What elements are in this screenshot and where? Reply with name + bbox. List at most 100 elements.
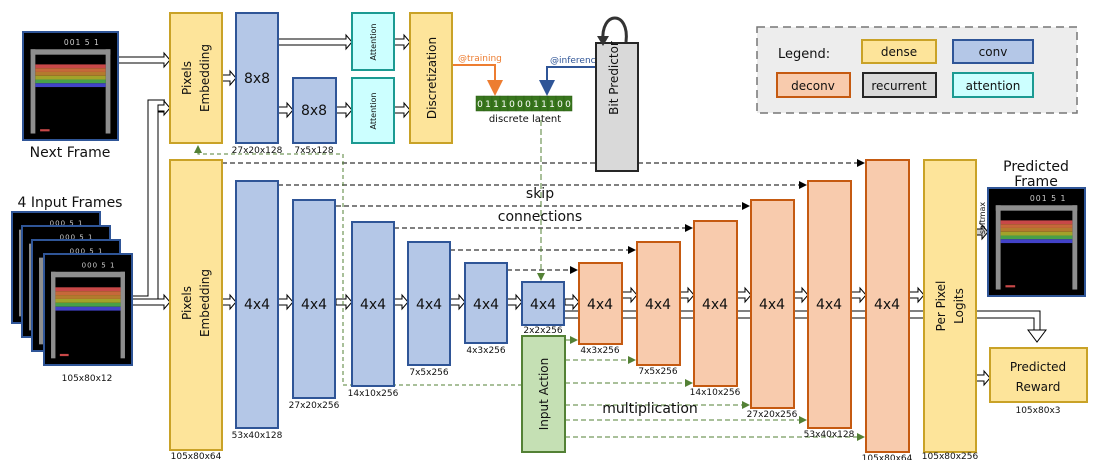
discretization-block: Discretization <box>409 12 453 144</box>
svg-text:8x8: 8x8 <box>301 103 327 119</box>
flow-arrow <box>221 69 237 87</box>
flow-arrow <box>678 286 695 304</box>
score-text: 001 5 1 <box>64 38 100 47</box>
bit-predictor-block: Bit Predictor <box>595 16 639 172</box>
svg-text:2x2x256: 2x2x256 <box>523 326 563 336</box>
deconv-block-1: 4x4 4x3x256 <box>578 262 623 356</box>
svg-text:105x80x256: 105x80x256 <box>922 452 979 460</box>
svg-text:105x80x64: 105x80x64 <box>862 454 913 460</box>
svg-text:4x4: 4x4 <box>360 297 386 313</box>
recurrent-loop-icon <box>601 16 628 43</box>
svg-text:Per Pixel: Per Pixel <box>934 281 948 332</box>
score-text: 000 5 1 <box>60 232 94 241</box>
svg-text:attention: attention <box>966 79 1021 93</box>
svg-text:Embedding: Embedding <box>198 269 212 337</box>
bottom-pixels-embedding: Pixels Embedding 105x80x64 <box>169 159 223 462</box>
latent-bit-value: 1 <box>493 100 499 110</box>
flow-arrow <box>449 293 466 311</box>
flow-arrow <box>277 293 294 311</box>
latent-bit-value: 1 <box>501 100 507 110</box>
encoder-conv-stack: 4x453x40x1284x427x20x2564x414x10x2564x47… <box>232 180 565 441</box>
svg-text:53x40x128: 53x40x128 <box>232 431 283 441</box>
svg-text:Embedding: Embedding <box>198 44 212 112</box>
connections-layer <box>117 33 1047 441</box>
svg-text:53x40x128: 53x40x128 <box>804 430 855 440</box>
latent-bit-value: 1 <box>549 100 555 110</box>
svg-text:recurrent: recurrent <box>871 79 927 93</box>
conv-block-4: 4x4 7x5x256 <box>407 241 451 378</box>
flow-arrow <box>131 293 171 311</box>
deconv-block-5: 4x4 53x40x128 <box>804 180 855 440</box>
next-frame-image: 001 5 1 <box>22 31 119 141</box>
predicted-reward-block: Predicted Reward 105x80x3 <box>989 347 1088 416</box>
svg-text:Bit Predictor: Bit Predictor <box>607 41 621 115</box>
svg-text:dense: dense <box>881 45 917 59</box>
latent-bit-value: 0 <box>525 100 531 110</box>
skip-label: skip <box>526 186 554 202</box>
svg-text:Discretization: Discretization <box>425 37 439 119</box>
svg-text:4x3x256: 4x3x256 <box>466 346 506 356</box>
svg-text:14x10x256: 14x10x256 <box>690 388 741 398</box>
svg-text:Attention: Attention <box>369 24 378 61</box>
discrete-latent-label: discrete latent <box>489 114 561 125</box>
svg-text:14x10x256: 14x10x256 <box>348 389 399 399</box>
svg-text:4x4: 4x4 <box>301 297 327 313</box>
flow-arrow <box>393 101 411 119</box>
top-pixels-embedding: Pixels Embedding <box>169 12 223 144</box>
svg-text:4x4: 4x4 <box>645 297 671 313</box>
svg-text:4x4: 4x4 <box>416 297 442 313</box>
decoder-deconv-stack: 4x44x3x2564x47x5x2564x414x10x2564x427x20… <box>578 159 913 464</box>
svg-text:Reward: Reward <box>1016 380 1061 394</box>
latent-bit <box>563 95 573 112</box>
svg-text:4x3x256: 4x3x256 <box>580 346 620 356</box>
svg-text:Pixels: Pixels <box>180 61 194 95</box>
svg-text:7x5x256: 7x5x256 <box>409 368 449 378</box>
svg-text:4x4: 4x4 <box>816 297 842 313</box>
softmax-label: softmax <box>978 202 987 235</box>
flow-arrow <box>564 293 580 311</box>
svg-text:4x4: 4x4 <box>587 297 613 313</box>
flow-arrow <box>621 286 638 304</box>
svg-text:105x80x64: 105x80x64 <box>171 452 222 460</box>
training-label: @training <box>458 54 502 64</box>
score-text: 001 5 1 <box>1030 194 1067 203</box>
latent-bit-value: 1 <box>541 100 547 110</box>
top-conv-8x8-b: 8x8 7x5x128 <box>292 77 337 156</box>
flow-arrow <box>850 286 867 304</box>
latent-bit-value: 1 <box>533 100 539 110</box>
svg-text:7x5x256: 7x5x256 <box>638 367 678 377</box>
flow-arrow <box>117 51 171 69</box>
flow-arrow <box>157 99 171 117</box>
svg-text:deconv: deconv <box>791 79 835 93</box>
game-frame: 001 5 1 <box>987 187 1086 297</box>
svg-text:4x4: 4x4 <box>759 297 785 313</box>
predicted-frame-label-2: Frame <box>1014 174 1058 190</box>
svg-text:Predicted: Predicted <box>1010 360 1066 374</box>
legend: Legend: dense conv deconv recurrent atte… <box>756 26 1078 114</box>
flow-arrow <box>277 33 353 51</box>
legend-dense: dense <box>861 39 937 64</box>
svg-text:27x20x256: 27x20x256 <box>289 401 340 411</box>
legend-title: Legend: <box>778 47 830 62</box>
score-text: 000 5 1 <box>50 218 84 227</box>
latent-bit-value: 0 <box>565 100 571 110</box>
latent-bit-value: 1 <box>485 100 491 110</box>
svg-text:Pixels: Pixels <box>180 286 194 320</box>
conv-block-3: 4x4 14x10x256 <box>348 221 399 399</box>
flow-arrow <box>736 286 752 304</box>
flow-arrow <box>277 101 294 119</box>
latent-bit-value: 0 <box>517 100 523 110</box>
svg-text:27x20x128: 27x20x128 <box>232 146 283 156</box>
svg-text:4x4: 4x4 <box>530 297 556 313</box>
flow-arrow <box>1027 329 1047 343</box>
input-frames-label: 4 Input Frames <box>18 195 123 211</box>
top-conv-8x8-a: 8x8 27x20x128 <box>232 12 283 156</box>
next-frame-label: Next Frame <box>30 145 111 161</box>
flow-arrow <box>506 293 523 311</box>
game-frame: 000 5 1 <box>43 253 133 366</box>
